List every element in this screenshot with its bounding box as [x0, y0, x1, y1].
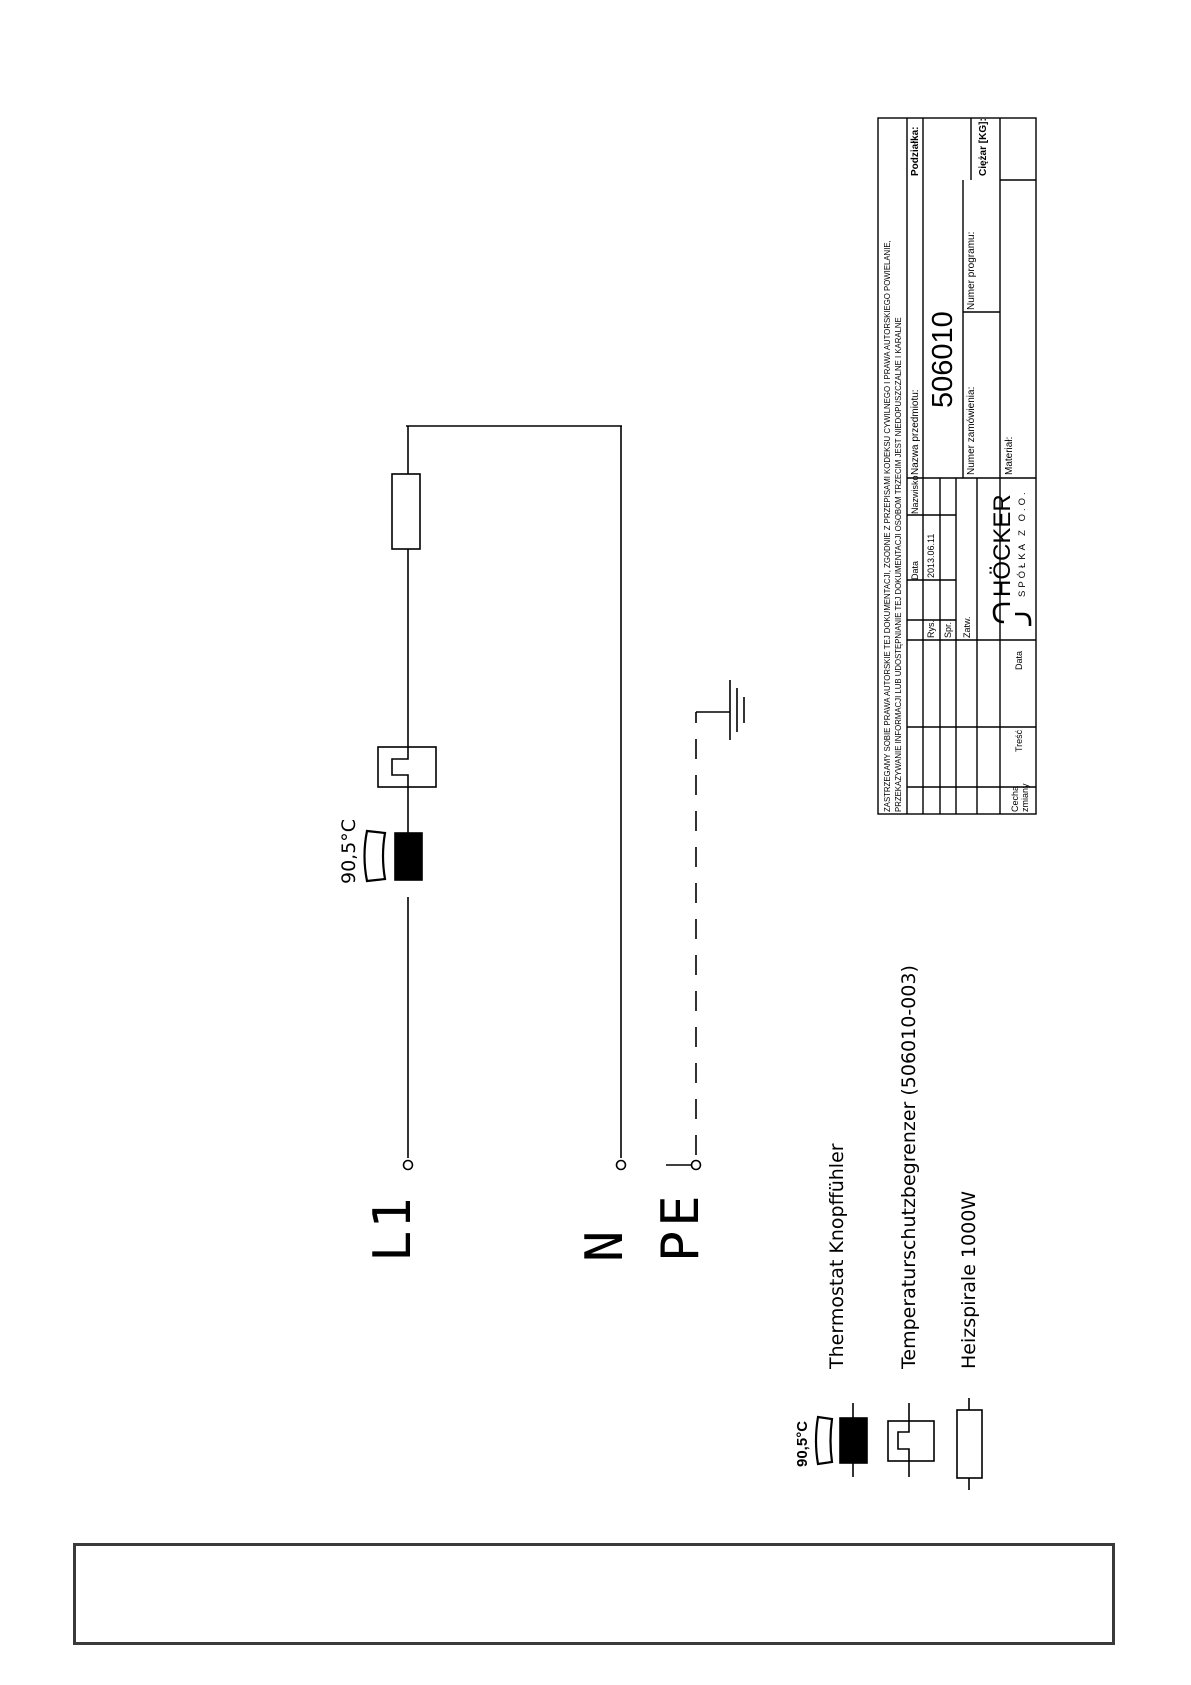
ground-icon: [729, 680, 745, 740]
legend-thermostat-icon: [814, 1403, 868, 1477]
company-sub: SPÓŁKA Z O.O.: [1017, 489, 1028, 597]
legend-limiter-label: Temperaturschutzbegrenzer (506010-003): [898, 965, 920, 1370]
tresc-label: Treść: [1014, 729, 1024, 752]
rys-date: 2013.06.11: [926, 534, 936, 578]
copyright-line-2: PRZEKAZYWANIE INFORMACJI LUB UDOSTĘPNIAN…: [894, 317, 903, 812]
terminal-pe: [690, 1159, 702, 1171]
legend-thermostat-label: Thermostat Knopffühler: [826, 1143, 848, 1370]
terminal-label-pe: PE: [651, 1191, 711, 1262]
numer-programu-label: Numer programu:: [966, 232, 977, 310]
company-name: HÖCKER: [989, 494, 1016, 597]
thermostat-temp-label: 90,5°C: [338, 819, 360, 884]
company-logo: HÖCKER SPÓŁKA Z O.O.: [989, 489, 1032, 626]
legend-heater-label: Heizspirale 1000W: [958, 1191, 980, 1369]
legend-heater-icon: [956, 1398, 983, 1490]
heater-icon: [391, 473, 421, 550]
wiring-diagram: [363, 425, 745, 1171]
nazwa-label: Nazwa przedmiotu:: [910, 389, 921, 475]
legend-thermostat-temp: 90,5°C: [794, 1421, 811, 1467]
temperature-limiter-icon: [377, 746, 437, 788]
podzialka-label: Podziałka:: [910, 127, 921, 176]
ciezar-label: Ciężar [KG]:: [978, 118, 989, 176]
bottom-frame-box: [73, 1543, 1115, 1645]
data-label: Data: [1014, 651, 1024, 670]
title-block: ZASTRZEGAMY SOBIE PRAWA AUTORSKIE TEJ DO…: [877, 117, 1037, 815]
title-block-frame: [877, 117, 1037, 815]
terminal-label-l1: L1: [363, 1195, 423, 1262]
terminal-labels: L1 N PE: [363, 1191, 711, 1262]
thermostat-icon: [363, 829, 423, 883]
row-spr-label: Spr.: [943, 622, 953, 638]
company-logo-mark-icon: [992, 602, 1032, 626]
cecha-label-1: Cecha: [1010, 786, 1020, 812]
cecha-label-2: zmiany: [1020, 783, 1030, 812]
row-rys-label: Rys.: [926, 620, 936, 638]
numer-zamowienia-label: Numer zamówienia:: [966, 387, 977, 475]
col-nazwisko-label: Nazwisko: [910, 475, 920, 514]
row-zatw-label: Zatw.: [962, 616, 972, 638]
legend: [814, 1398, 983, 1490]
legend-limiter-icon: [887, 1403, 935, 1477]
terminal-l1: [402, 1159, 414, 1171]
col-data-label: Data: [910, 561, 920, 580]
terminal-n: [615, 1159, 627, 1171]
material-label: Materiał:: [1004, 437, 1015, 475]
part-number: 506010: [927, 311, 959, 408]
terminal-label-n: N: [575, 1231, 635, 1262]
copyright-line-1: ZASTRZEGAMY SOBIE PRAWA AUTORSKIE TEJ DO…: [883, 240, 892, 812]
